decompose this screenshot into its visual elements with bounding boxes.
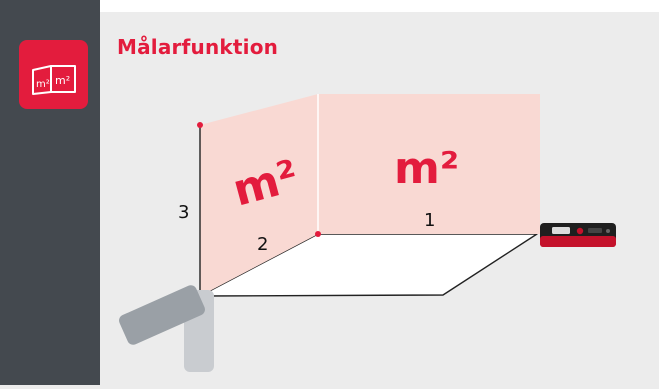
icon-left-face-label: m² <box>36 79 50 90</box>
width-dimension-label: 1 <box>424 210 435 231</box>
page-title: Målarfunktion <box>117 35 279 59</box>
paint-roller-icon <box>119 285 214 372</box>
left-wall <box>200 94 318 296</box>
right-wall <box>318 94 540 234</box>
depth-dimension-label: 2 <box>257 234 268 255</box>
measurement-point-top <box>197 122 203 128</box>
painter-function-icon-graphic: m² m² <box>32 65 76 95</box>
measurement-point-corner <box>315 231 321 237</box>
room-illustration: m² m² 3 2 1 <box>100 60 659 389</box>
icon-right-face-label: m² <box>55 74 70 87</box>
height-dimension-label: 3 <box>178 202 189 223</box>
laser-distance-meter-icon <box>540 223 616 247</box>
right-wall-area-label: m² <box>394 143 459 194</box>
painter-function-icon: m² m² <box>19 40 88 109</box>
